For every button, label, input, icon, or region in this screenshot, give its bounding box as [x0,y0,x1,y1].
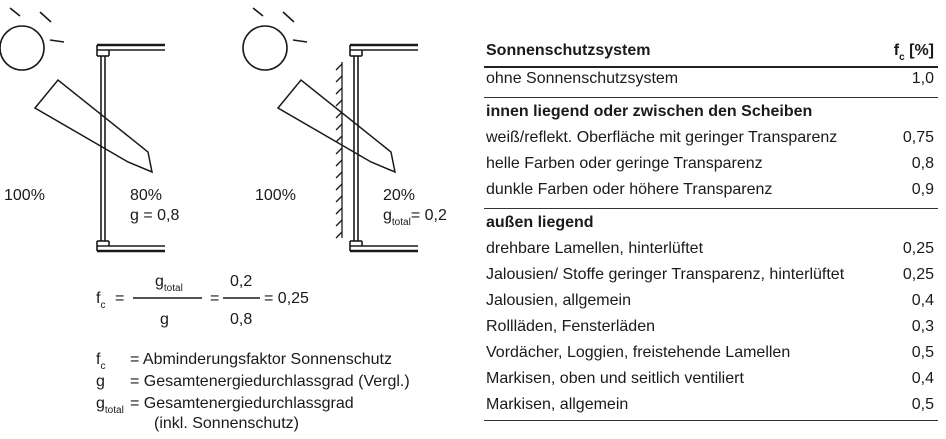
row-value: 0,5 [911,396,934,413]
formula-eq1: = [115,290,125,307]
table-header: Sonnenschutzsystem fc [%] [484,37,938,68]
table-row: drehbare Lamellen, hinterlüftet 0,25 [484,238,938,264]
legend-desc: = Gesamtenergiedurchlassgrad (Vergl.) [130,373,410,390]
row-label: weiß/reflekt. Oberfläche mit geringer Tr… [486,129,838,146]
row-value: 1,0 [911,70,934,87]
row-value: 0,8 [911,155,934,172]
formula-num1: gtotal [155,273,183,294]
external-shading-hatch [335,62,343,239]
right-transmitted-label: 20% [383,187,416,204]
group-title: innen liegend oder zwischen den Scheiben [486,103,813,120]
formula-result: = 0,25 [264,290,309,307]
row-label: Rollläden, Fensterläden [486,318,655,335]
table-row: Markisen, allgemein 0,5 [484,394,938,421]
legend-desc: (inkl. Sonnenschutz) [154,415,299,432]
row-value: 0,5 [911,344,934,361]
legend-symbol: fc [96,351,106,372]
left-incident-label: 100% [4,187,45,204]
row-value: 0,9 [911,181,934,198]
formula-den1: g [160,311,169,328]
row-value: 0,25 [902,240,934,257]
table-row: Jalousien, allgemein 0,4 [484,290,938,316]
sun-shading-diagram [0,7,418,299]
table-row: ohne Sonnenschutzsystem 1,0 [484,68,938,94]
sun-icon [242,25,288,71]
table-row: helle Farben oder geringe Transparenz 0,… [484,153,938,179]
group-heading-inner: innen liegend oder zwischen den Scheiben [484,98,938,127]
table-row: dunkle Farben oder höhere Transparenz 0,… [484,179,938,205]
group-heading-outer: außen liegend [484,209,938,238]
section-divider [484,208,938,209]
row-label: Jalousien, allgemein [486,292,631,309]
table-row: Markisen, oben und seitlich ventiliert 0… [484,368,938,394]
sun-icon [0,25,45,71]
formula-den2: 0,8 [230,311,253,328]
row-label: Vordächer, Loggien, freistehende Lamelle… [486,344,791,361]
right-g-total-label: gtotal= 0,2 [383,207,447,228]
table-row: Jalousien/ Stoffe geringer Transparenz, … [484,264,938,290]
legend-symbol: gtotal [96,395,124,416]
row-value: 0,25 [902,266,934,283]
row-label: drehbare Lamellen, hinterlüftet [486,240,704,257]
legend-desc: = Abminderungsfaktor Sonnenschutz [130,351,392,368]
radiation-arrow [276,78,397,174]
formula-eq2: = [210,290,220,307]
table-row: Vordächer, Loggien, freistehende Lamelle… [484,342,938,368]
row-label: Jalousien/ Stoffe geringer Transparenz, … [486,266,845,283]
left-transmitted-label: 80% [130,187,163,204]
row-label: ohne Sonnenschutzsystem [486,70,679,87]
right-incident-label: 100% [255,187,296,204]
table-row: Rollläden, Fensterläden 0,3 [484,316,938,342]
formula-num2: 0,2 [230,273,253,290]
left-panel-graphic [0,7,165,253]
row-label: dunkle Farben oder höhere Transparenz [486,181,773,198]
legend-symbol: g [96,373,105,390]
table-header-label: Sonnenschutzsystem [486,42,651,59]
row-value: 0,4 [911,292,934,309]
row-value: 0,3 [911,318,934,335]
row-value: 0,75 [902,129,934,146]
section-divider [484,97,938,98]
row-label: helle Farben oder geringe Transparenz [486,155,763,172]
legend-desc: = Gesamtenergiedurchlassgrad [130,395,354,412]
radiation-arrow [33,78,154,174]
left-g-value-label: g = 0,8 [130,207,180,224]
table-header-unit: fc [%] [893,42,934,63]
right-panel-graphic [242,7,418,253]
row-value: 0,4 [911,370,934,387]
row-label: Markisen, allgemein [486,396,629,413]
row-label: Markisen, oben und seitlich ventiliert [486,370,744,387]
formula-lhs: fc [96,290,106,311]
group-title: außen liegend [486,214,594,231]
table-row: weiß/reflekt. Oberfläche mit geringer Tr… [484,127,938,153]
shading-factor-table: Sonnenschutzsystem fc [%] ohne Sonnensch… [484,37,938,421]
